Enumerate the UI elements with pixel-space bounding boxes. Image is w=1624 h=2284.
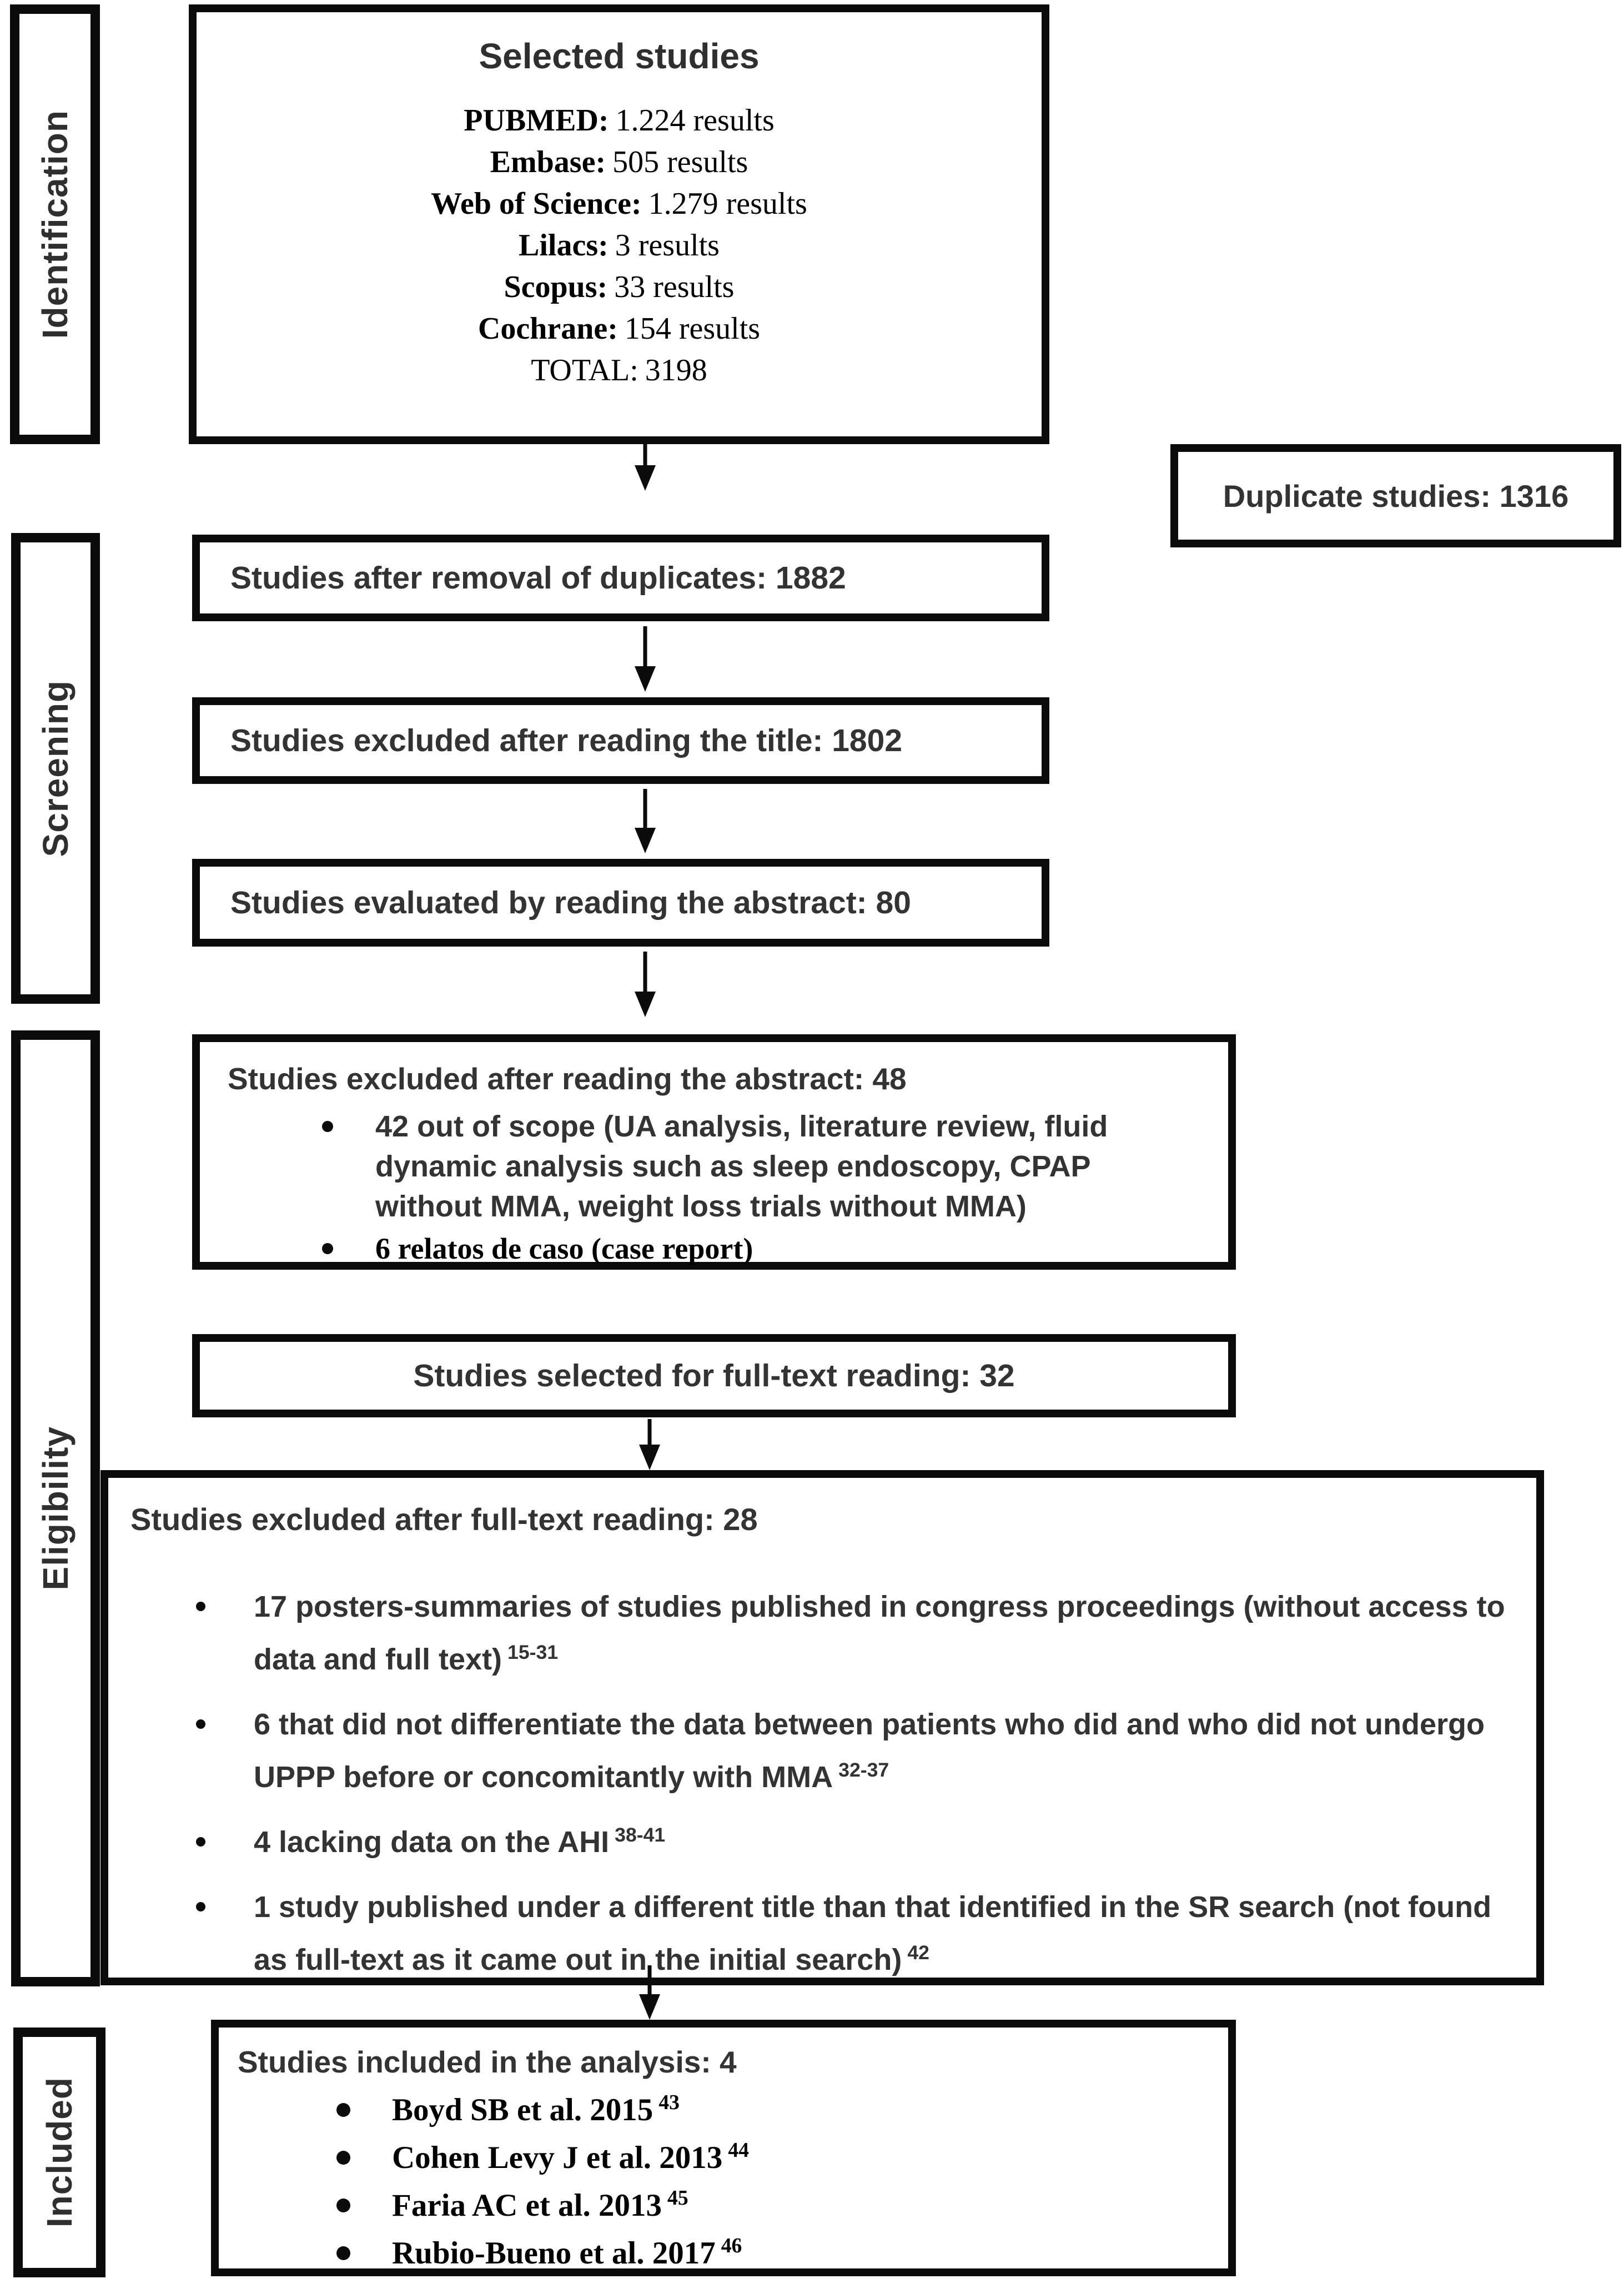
exclusion-reason-item: 17 posters-summaries of studies publishe…	[196, 1581, 1509, 1686]
stage-box-included: Included	[13, 2028, 105, 2277]
source-line-embase: Embase:505 results	[490, 145, 748, 179]
excluded-after-fulltext-box: Studies excluded after full-text reading…	[100, 1470, 1544, 1985]
evaluated-abstract-text: Studies evaluated by reading the abstrac…	[230, 885, 911, 920]
reference-superscript: 44	[728, 2139, 749, 2162]
included-studies-box: Studies included in the analysis: 4 Boyd…	[211, 2020, 1236, 2276]
down-arrow-icon	[637, 1419, 662, 1470]
selected-fulltext-box: Studies selected for full-text reading: …	[192, 1334, 1236, 1417]
evaluated-abstract-box: Studies evaluated by reading the abstrac…	[192, 859, 1049, 947]
reference-superscript: 45	[667, 2186, 688, 2210]
reference-superscript: 42	[907, 1941, 929, 1964]
source-line-lilacs: Lilacs:3 results	[519, 228, 720, 263]
exclusion-reason-item: 6 relatos de caso (case report)	[322, 1229, 1200, 1269]
stage-box-eligibility: Eligibility	[11, 1030, 100, 1986]
reference-superscript: 43	[658, 2091, 680, 2114]
down-arrow-icon	[633, 789, 657, 853]
down-arrow-icon	[633, 952, 657, 1017]
excluded-after-abstract-header: Studies excluded after reading the abstr…	[228, 1061, 907, 1096]
included-studies-header: Studies included in the analysis: 4	[238, 2045, 737, 2079]
source-line-cochrane: Cochrane:154 results	[477, 311, 761, 346]
reference-superscript: 38-41	[615, 1824, 666, 1846]
after-removal-text: Studies after removal of duplicates: 188…	[230, 560, 846, 596]
reference-superscript: 15-31	[507, 1641, 559, 1663]
source-line-pubmed: PUBMED:1.224 results	[464, 103, 775, 138]
duplicate-studies-text: Duplicate studies: 1316	[1223, 478, 1569, 514]
stage-box-identification: Identification	[10, 4, 100, 444]
database-results-list: PUBMED:1.224 results Embase:505 results …	[197, 99, 1042, 390]
stage-label-screening: Screening	[36, 680, 76, 857]
source-line-total: TOTAL:3198	[531, 353, 707, 388]
stage-box-screening: Screening	[11, 533, 100, 1004]
reference-superscript: 32-37	[838, 1759, 889, 1781]
reference-superscript: 46	[721, 2234, 742, 2257]
excluded-after-abstract-box: Studies excluded after reading the abstr…	[192, 1034, 1236, 1270]
stage-label-eligibility: Eligibility	[36, 1426, 76, 1591]
selected-fulltext-text: Studies selected for full-text reading: …	[413, 1358, 1015, 1393]
down-arrow-icon	[633, 443, 657, 491]
exclusion-reason-item: 1 study published under a different titl…	[196, 1881, 1509, 1986]
stage-label-identification: Identification	[35, 109, 75, 339]
source-line-web-of-science: Web of Science:1.279 results	[431, 187, 807, 221]
selected-studies-title: Selected studies	[479, 36, 760, 76]
exclusion-reason-item: 6 that did not differentiate the data be…	[196, 1698, 1509, 1804]
stage-label-included: Included	[39, 2077, 79, 2228]
source-line-scopus: Scopus:33 results	[504, 270, 735, 304]
excluded-after-title-text: Studies excluded after reading the title…	[230, 723, 903, 758]
exclusion-reason-item: 42 out of scope (UA analysis, literature…	[322, 1106, 1200, 1226]
selected-studies-box: Selected studies PUBMED:1.224 results Em…	[189, 4, 1049, 444]
down-arrow-icon	[637, 1965, 662, 2020]
excluded-after-fulltext-header: Studies excluded after full-text reading…	[130, 1502, 758, 1537]
excluded-after-title-box: Studies excluded after reading the title…	[192, 697, 1049, 784]
down-arrow-icon	[633, 626, 657, 692]
duplicate-studies-box: Duplicate studies: 1316	[1170, 444, 1621, 547]
after-removal-box: Studies after removal of duplicates: 188…	[192, 535, 1049, 621]
